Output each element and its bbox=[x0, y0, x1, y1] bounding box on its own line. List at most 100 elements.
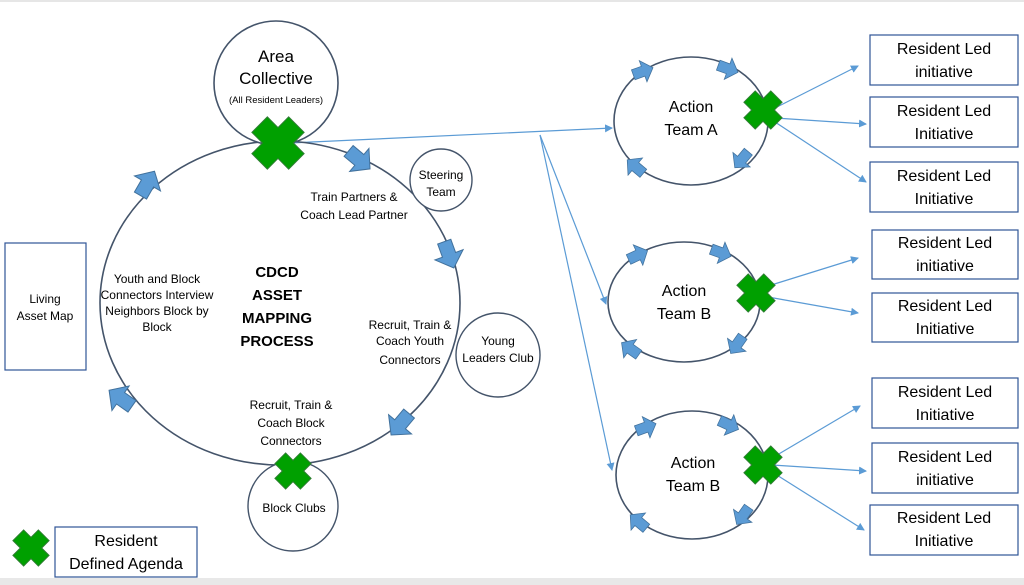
action-team-b-label: Action bbox=[662, 283, 706, 300]
initiative-box bbox=[871, 292, 1019, 343]
agenda-crosses bbox=[12, 90, 783, 567]
block-connectors-label: Recruit, Train & bbox=[250, 398, 333, 412]
youth-connectors-label: Connectors bbox=[379, 353, 440, 367]
young-leaders-label: Young bbox=[481, 334, 515, 348]
steering-team-label: Team bbox=[426, 185, 455, 199]
initiative-label: Resident Led bbox=[898, 235, 992, 252]
flow-arrow-icon bbox=[732, 503, 754, 525]
steering-team-circle bbox=[409, 148, 473, 212]
young-leaders-circle bbox=[455, 312, 541, 398]
agenda-cross-icon bbox=[743, 90, 783, 130]
train-partners-label: Coach Lead Partner bbox=[300, 208, 407, 222]
connector-line bbox=[539, 134, 615, 471]
action-team-b2-label: Team B bbox=[666, 478, 720, 495]
flow-arrow-icon bbox=[625, 244, 649, 267]
action-team-a-label: Team A bbox=[664, 122, 718, 139]
connector-line bbox=[774, 121, 867, 183]
initiative-boxes bbox=[869, 34, 1019, 556]
train-partners-label: Train Partners & bbox=[311, 190, 398, 204]
connector-line bbox=[771, 471, 865, 531]
initiative-label: Resident Led bbox=[897, 510, 991, 527]
block-clubs-label: Block Clubs bbox=[262, 501, 325, 515]
area-collective-title-2: Collective bbox=[239, 69, 313, 88]
flow-arrow-icon bbox=[343, 144, 371, 173]
steering-team-label: Steering bbox=[419, 168, 464, 182]
top-border bbox=[0, 0, 1024, 2]
connector-line bbox=[774, 117, 867, 128]
action-team-a-label: Action bbox=[669, 99, 713, 116]
process-title-line: MAPPING bbox=[242, 310, 312, 327]
connector-lines bbox=[289, 65, 867, 531]
initiative-label: Resident Led bbox=[898, 384, 992, 401]
process-title-line: PROCESS bbox=[240, 333, 313, 350]
connector-line bbox=[539, 134, 608, 305]
agenda-cross-icon bbox=[274, 452, 312, 490]
flow-arrow-icon bbox=[708, 241, 732, 265]
agenda-cross-icon bbox=[743, 445, 783, 485]
initiative-label: Resident Led bbox=[898, 449, 992, 466]
initiative-label: Resident Led bbox=[897, 41, 991, 58]
connector-line bbox=[767, 256, 859, 287]
process-title-line: ASSET bbox=[252, 287, 302, 304]
connector-line bbox=[774, 65, 859, 109]
flow-arrow-icon bbox=[732, 147, 753, 169]
flow-arrow-icon bbox=[621, 338, 643, 360]
legend-label: Defined Agenda bbox=[69, 556, 183, 573]
flow-arrow-icon bbox=[626, 157, 648, 178]
area-collective-subtitle: (All Resident Leaders) bbox=[229, 95, 323, 106]
flow-arrow-icon bbox=[433, 238, 465, 269]
initiative-box bbox=[869, 34, 1019, 86]
living-asset-map-label: Living bbox=[29, 292, 60, 306]
living-asset-map-label: Asset Map bbox=[17, 309, 74, 323]
youth-connectors-label: Recruit, Train & bbox=[369, 318, 452, 332]
youth-block-label: Youth and Block bbox=[114, 272, 201, 286]
block-connectors-label: Connectors bbox=[260, 434, 321, 448]
action-team-b-label: Team B bbox=[657, 306, 711, 323]
area-collective-title: Area bbox=[258, 47, 294, 66]
initiative-label: initiative bbox=[916, 472, 974, 489]
initiative-label: Resident Led bbox=[898, 298, 992, 315]
youth-connectors-label: Coach Youth bbox=[376, 334, 444, 348]
agenda-cross-icon bbox=[12, 529, 50, 567]
initiative-label: Initiative bbox=[915, 126, 974, 143]
legend-label: Resident bbox=[94, 533, 158, 550]
initiative-label: Resident Led bbox=[897, 168, 991, 185]
initiative-box bbox=[871, 442, 1019, 494]
initiative-label: Initiative bbox=[915, 191, 974, 208]
agenda-cross-icon bbox=[251, 116, 305, 170]
initiative-label: Initiative bbox=[916, 321, 975, 338]
block-connectors-label: Coach Block bbox=[257, 416, 325, 430]
connector-line bbox=[771, 464, 867, 475]
young-leaders-label: Leaders Club bbox=[462, 351, 534, 365]
initiative-box bbox=[869, 161, 1019, 213]
initiative-label: initiative bbox=[916, 258, 974, 275]
flow-arrow-icon bbox=[629, 512, 651, 533]
initiative-box bbox=[869, 504, 1019, 556]
initiative-label: Initiative bbox=[916, 407, 975, 424]
flow-arrows bbox=[108, 57, 754, 533]
initiative-label: Resident Led bbox=[897, 103, 991, 120]
initiative-label: initiative bbox=[915, 64, 973, 81]
flow-arrow-icon bbox=[387, 408, 416, 436]
connector-line bbox=[771, 405, 861, 459]
youth-block-label: Block bbox=[142, 320, 172, 334]
flow-arrow-icon bbox=[726, 332, 748, 354]
legend-box bbox=[54, 526, 198, 578]
living-asset-map-box bbox=[4, 242, 87, 371]
flow-arrow-icon bbox=[715, 57, 739, 81]
process-title-line: CDCD bbox=[255, 264, 298, 281]
youth-block-label: Neighbors Block by bbox=[105, 304, 208, 318]
initiative-box bbox=[871, 229, 1019, 280]
connector-line bbox=[767, 296, 859, 316]
action-team-b2-label: Action bbox=[671, 455, 715, 472]
youth-block-label: Connectors Interview bbox=[101, 288, 214, 302]
initiative-label: Initiative bbox=[915, 533, 974, 550]
initiative-box bbox=[869, 96, 1019, 148]
flow-arrow-icon bbox=[133, 170, 162, 200]
flow-arrow-icon bbox=[633, 415, 657, 439]
initiative-box bbox=[871, 377, 1019, 429]
bottom-border bbox=[0, 578, 1024, 585]
agenda-cross-icon bbox=[736, 273, 776, 313]
flow-arrow-icon bbox=[630, 59, 654, 83]
